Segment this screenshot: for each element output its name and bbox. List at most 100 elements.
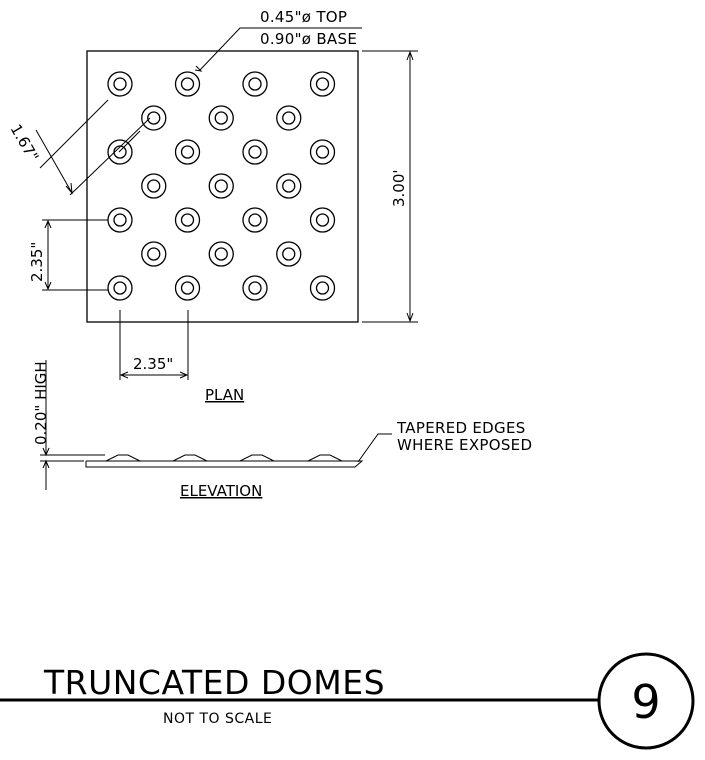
scale-note: NOT TO SCALE (163, 711, 272, 727)
dome (309, 207, 336, 233)
dome (309, 71, 336, 97)
where-exposed-note: WHERE EXPOSED (397, 436, 532, 454)
dome-base (174, 71, 201, 97)
dome-top (214, 179, 228, 193)
panel-size-dimension: 3.00' (362, 50, 418, 323)
dome-height-dimension: 0.20" HIGH (32, 360, 105, 490)
dome (276, 173, 302, 199)
dome-callout: 0.45"ø TOP 0.90"ø BASE (194, 8, 362, 72)
dome (242, 275, 268, 301)
dome-top (315, 77, 330, 91)
dome (107, 207, 133, 233)
dome-base (309, 139, 336, 165)
dome-grid (107, 71, 336, 301)
dome-top (147, 247, 161, 261)
dome (242, 139, 268, 165)
dome-top (180, 213, 195, 227)
dome-top (248, 77, 262, 91)
panel-size-text: 3.00' (390, 169, 408, 207)
dome (276, 105, 302, 131)
detail-title: TRUNCATED DOMES (43, 663, 385, 702)
dome (208, 105, 234, 131)
diagonal-dimension: 1.67" (7, 99, 151, 196)
dome (208, 173, 234, 199)
elevation-view: TAPERED EDGES WHERE EXPOSED (85, 419, 532, 468)
dome (276, 241, 302, 267)
dome-base (107, 275, 133, 301)
tapered-edges-note: TAPERED EDGES (396, 419, 526, 437)
row-spacing-text: 2.35" (28, 242, 46, 282)
dome (174, 275, 201, 301)
dome (141, 241, 167, 267)
dome (141, 173, 167, 199)
dome (141, 105, 167, 131)
dome (174, 207, 201, 233)
dome-top (214, 111, 228, 125)
dome-top (180, 145, 195, 159)
dome-top (147, 179, 161, 193)
dome-top (248, 145, 262, 159)
dome-top (248, 213, 262, 227)
dome-top (282, 247, 296, 261)
dome-top (180, 77, 195, 91)
dome-top (180, 281, 195, 295)
dome-base (309, 71, 336, 97)
column-spacing-text: 2.35" (133, 355, 173, 373)
dome-top (315, 281, 330, 295)
row-spacing-dimension: 2.35" (28, 219, 108, 291)
dome-top (113, 281, 127, 295)
dome-base (276, 241, 302, 267)
dome-base (242, 275, 268, 301)
dome (174, 139, 201, 165)
dome-base (242, 207, 268, 233)
dome (309, 139, 336, 165)
dome-base (208, 173, 234, 199)
panel-outline (86, 50, 359, 323)
dome-top (113, 213, 127, 227)
dome-base (141, 173, 167, 199)
plan-label: PLAN (205, 386, 244, 404)
dome-top (282, 179, 296, 193)
dome (242, 207, 268, 233)
dome-top (315, 145, 330, 159)
dome-top (113, 77, 127, 91)
detail-number: 9 (631, 675, 660, 729)
dome-base (309, 275, 336, 301)
dome-base (107, 207, 133, 233)
dome-base (242, 139, 268, 165)
dome-height-text: 0.20" HIGH (32, 361, 50, 445)
dome (174, 71, 201, 97)
dome (208, 241, 234, 267)
dome-base (107, 139, 133, 165)
dome-base (174, 139, 201, 165)
dome-top-note: 0.45"ø TOP (260, 8, 347, 26)
elevation-label: ELEVATION (180, 482, 262, 500)
dome-top (113, 145, 127, 159)
detail-number-circle (597, 652, 695, 750)
dome (242, 71, 268, 97)
dome-base (242, 71, 268, 97)
dome-base (309, 207, 336, 233)
dome (107, 71, 133, 97)
dome-base (208, 105, 234, 131)
dome-base (107, 71, 133, 97)
dome-top (147, 111, 161, 125)
dome (107, 275, 133, 301)
dome-top (315, 213, 330, 227)
dome-base (174, 275, 201, 301)
column-spacing-dimension: 2.35" (119, 310, 189, 380)
dome-top (214, 247, 228, 261)
diagonal-dimension-text: 1.67" (7, 121, 43, 165)
dome-base (141, 241, 167, 267)
dome-top (248, 281, 262, 295)
dome-base (174, 207, 201, 233)
dome-top (282, 111, 296, 125)
dome (107, 139, 133, 165)
dome-base-note: 0.90"ø BASE (260, 30, 357, 48)
dome-base (208, 241, 234, 267)
dome-base (276, 105, 302, 131)
dome (309, 275, 336, 301)
dome-base (141, 105, 167, 131)
title-block: TRUNCATED DOMES NOT TO SCALE 9 (0, 652, 695, 750)
